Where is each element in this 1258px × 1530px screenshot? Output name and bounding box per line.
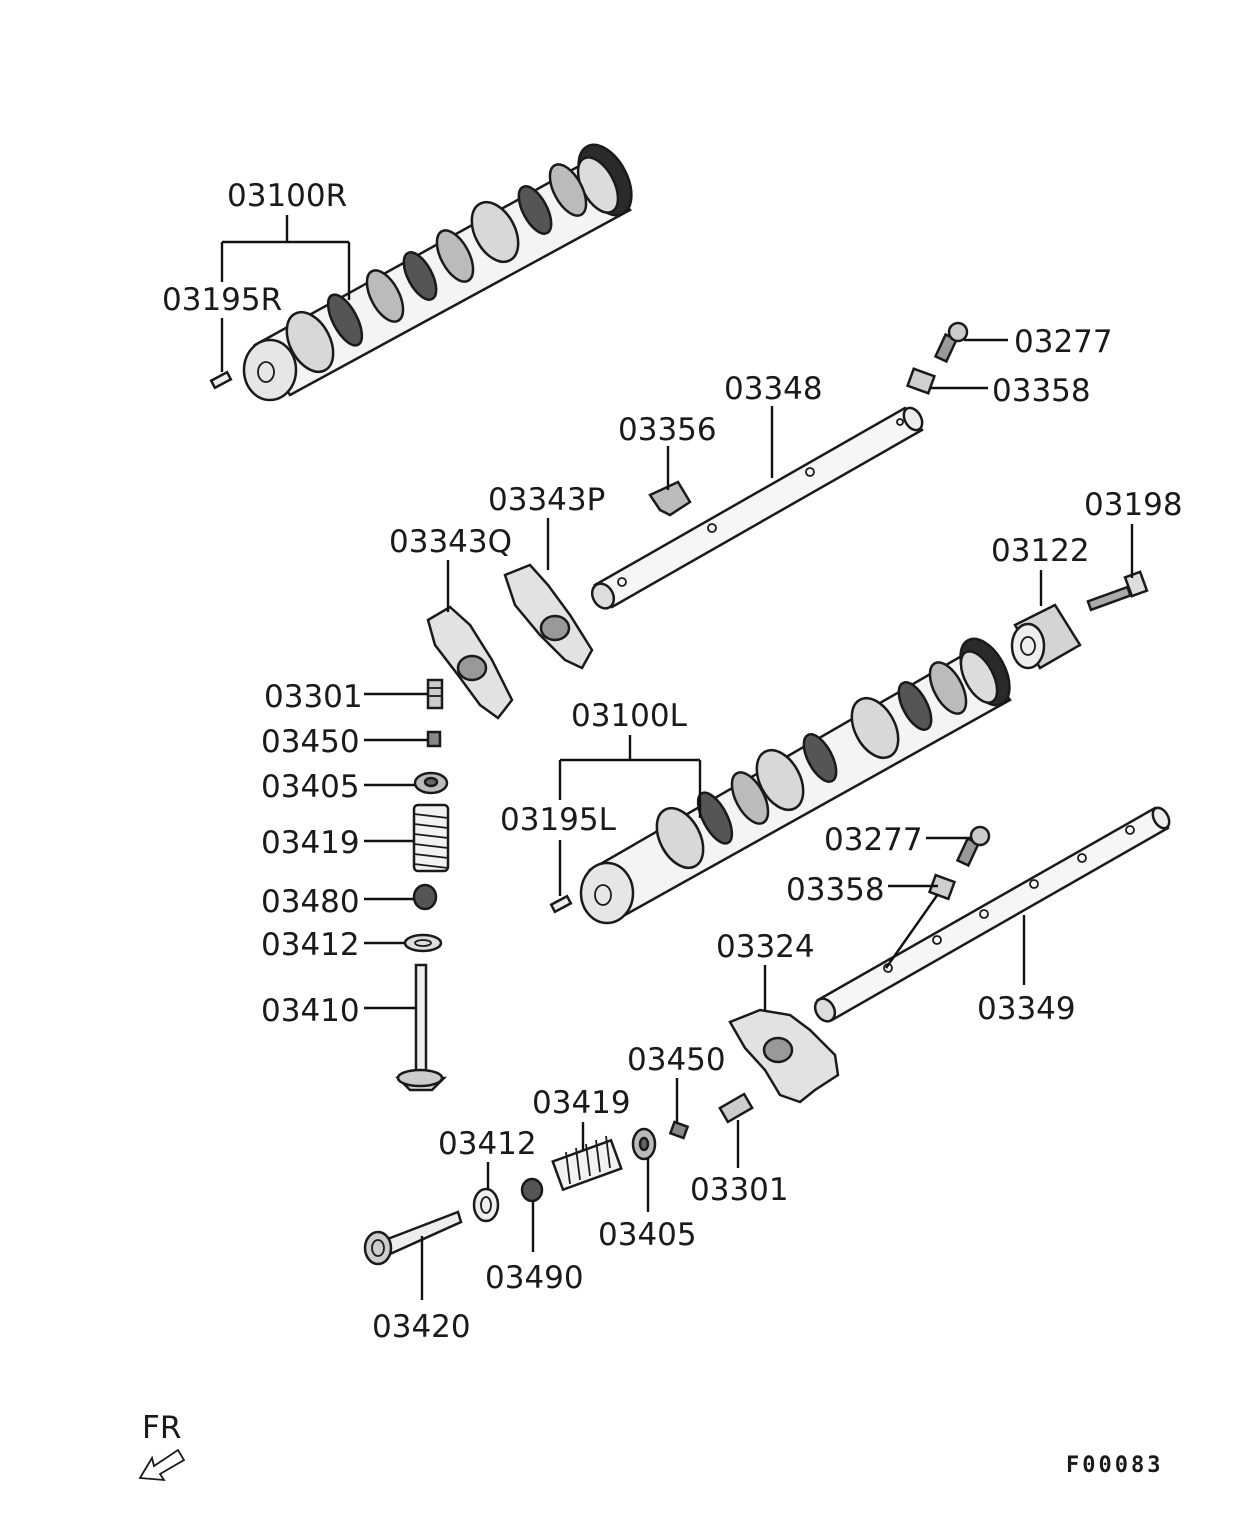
- rocker-arm-p: [503, 563, 594, 670]
- bolt-right: [1086, 570, 1149, 612]
- label-rocker-arm-q: 03343Q: [389, 524, 512, 560]
- label-plate-lower: 03358: [786, 872, 885, 908]
- valve-exhaust: [363, 1210, 463, 1266]
- figure-code: F00083: [1066, 1453, 1163, 1478]
- label-pin-right: 03195R: [162, 282, 282, 318]
- thrust-case: [1010, 603, 1082, 670]
- label-nut-lower: 03450: [627, 1042, 726, 1078]
- rocker-shaft-lower: [813, 806, 1171, 1023]
- pin-left: [549, 894, 573, 914]
- leader-lines: [220, 215, 1134, 1300]
- adjust-screw-lower: [718, 1092, 754, 1124]
- label-valve-intake: 03410: [261, 993, 360, 1029]
- label-pin-left: 03195L: [500, 802, 617, 838]
- front-direction-arrow-icon: [138, 1448, 186, 1482]
- camshaft-left: [579, 637, 1012, 925]
- label-spring-left: 03419: [261, 825, 360, 861]
- direction-label: FR: [142, 1410, 181, 1446]
- nut-lower: [668, 1120, 690, 1140]
- bolt-upper: [933, 321, 969, 364]
- clip: [648, 480, 692, 517]
- label-seal-left: 03480: [261, 884, 360, 920]
- label-rocker-arm-p: 03343P: [488, 482, 605, 518]
- label-nut-left: 03450: [261, 724, 360, 760]
- label-camshaft-left: 03100L: [571, 698, 688, 734]
- spring-lower: [551, 1135, 623, 1192]
- plate-lower: [927, 873, 957, 901]
- label-thrust-case: 03122: [991, 533, 1090, 569]
- plate-upper: [905, 367, 937, 395]
- seal-lower: [520, 1177, 544, 1203]
- pin-right: [209, 370, 233, 390]
- retainer-lower: [631, 1127, 657, 1161]
- rocker-shaft-upper: [590, 406, 924, 610]
- rocker-arm-q: [426, 605, 514, 720]
- label-camshaft-right: 03100R: [227, 178, 347, 214]
- rocker-arm-lower: [728, 1008, 840, 1104]
- label-seat-lower: 03412: [438, 1126, 537, 1162]
- label-seat-left: 03412: [261, 927, 360, 963]
- label-seal-lower: 03490: [485, 1260, 584, 1296]
- seal-left: [412, 883, 438, 911]
- bolt-lower: [955, 825, 991, 868]
- label-retainer-left: 03405: [261, 769, 360, 805]
- spring-left: [412, 803, 450, 873]
- label-retainer-lower: 03405: [598, 1217, 697, 1253]
- label-rocker-shaft-upper: 03348: [724, 371, 823, 407]
- seat-left: [403, 933, 443, 953]
- label-bolt-right: 03198: [1084, 487, 1183, 523]
- label-clip: 03356: [618, 412, 717, 448]
- label-adjust-screw-left: 03301: [264, 679, 363, 715]
- camshaft-right: [242, 143, 633, 402]
- nut-left: [426, 730, 442, 748]
- label-bolt-lower: 03277: [824, 822, 923, 858]
- label-bolt-upper: 03277: [1014, 324, 1113, 360]
- seat-lower: [472, 1187, 500, 1223]
- label-rocker-shaft-lower: 03349: [977, 991, 1076, 1027]
- retainer-left: [413, 771, 449, 795]
- adjust-screw-left: [426, 678, 444, 710]
- label-valve-exhaust: 03420: [372, 1309, 471, 1345]
- label-rocker-arm-lower: 03324: [716, 929, 815, 965]
- part-labels: 03100R 03195R 03277 03358 03348 03356 03…: [142, 178, 1183, 1478]
- label-adjust-screw-lower: 03301: [690, 1172, 789, 1208]
- label-spring-lower: 03419: [532, 1085, 631, 1121]
- valve-intake: [394, 963, 448, 1092]
- label-plate-upper: 03358: [992, 373, 1091, 409]
